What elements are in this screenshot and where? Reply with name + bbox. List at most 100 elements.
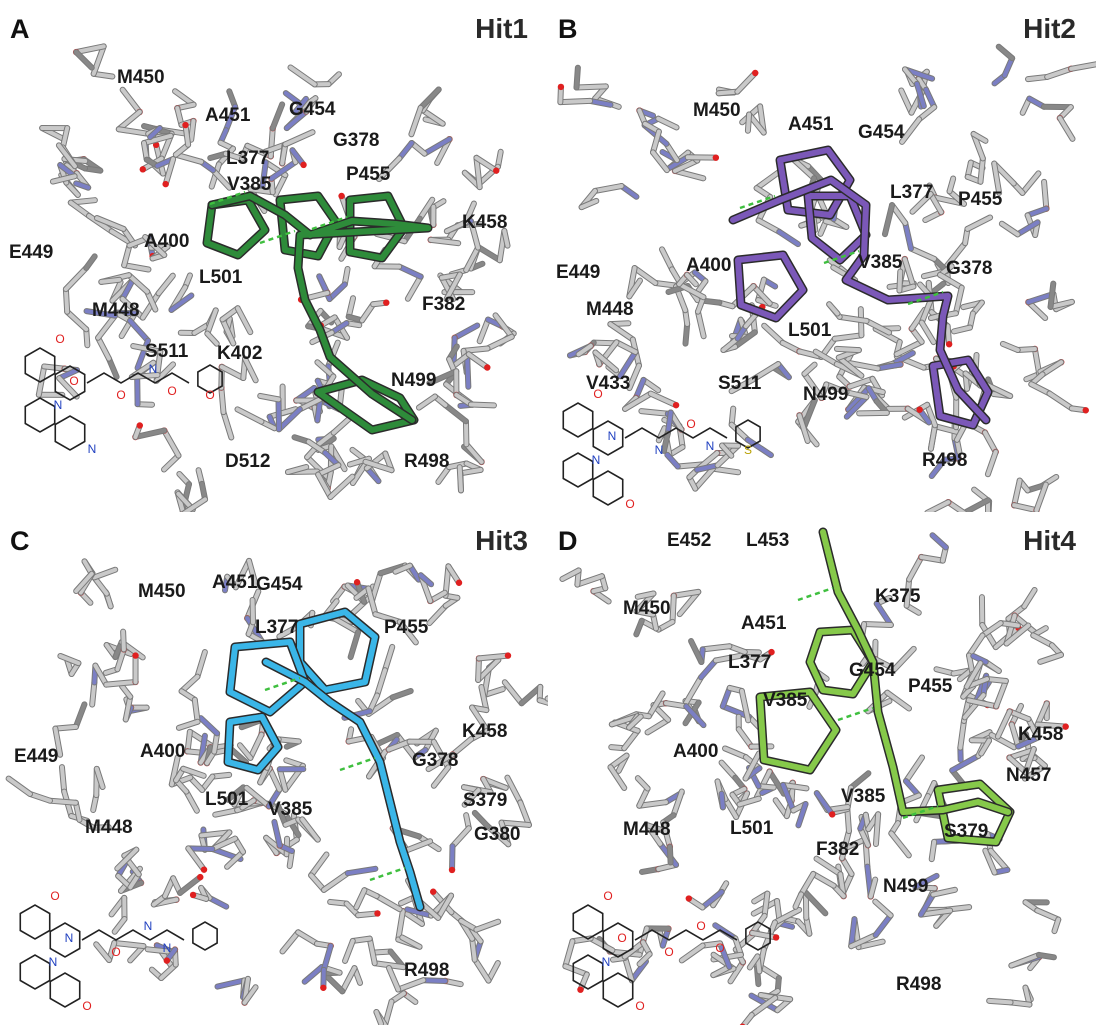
residue-label: K458 — [462, 721, 507, 742]
structure-atom-label: O — [167, 384, 176, 398]
residue-label: P455 — [384, 617, 429, 638]
protein-sticks — [559, 532, 1069, 1025]
residue-label: L501 — [788, 320, 832, 341]
residue-label: L501 — [199, 267, 243, 288]
residue-label: K375 — [875, 586, 921, 607]
structure-atom-label: N — [144, 919, 153, 933]
structure-atom-label: O — [686, 417, 695, 431]
residue-label: E452 — [667, 530, 711, 551]
hit-title: Hit3 — [475, 525, 528, 556]
residue-label: A451 — [788, 114, 834, 135]
residue-label: M450 — [693, 100, 741, 121]
structure-atom-label: N — [49, 955, 58, 969]
residue-label: N499 — [391, 370, 436, 391]
residue-label: V385 — [227, 174, 272, 195]
residue-label: V385 — [268, 799, 313, 820]
structure-atom-label: O — [696, 919, 705, 933]
residue-label: N499 — [883, 876, 928, 897]
residue-label: G378 — [333, 130, 379, 151]
residue-label: G454 — [289, 99, 336, 120]
residue-label: S379 — [944, 821, 988, 842]
residue-label: N499 — [803, 384, 848, 405]
hit-title: Hit4 — [1023, 525, 1076, 556]
residue-label: R498 — [404, 451, 449, 472]
panel-letter: D — [558, 526, 578, 556]
ligand-sticks — [223, 607, 425, 912]
residue-label: F382 — [816, 839, 859, 860]
structure-atom-label: O — [69, 374, 78, 388]
structure-atom-label: O — [50, 889, 59, 903]
residue-label: K458 — [462, 212, 507, 233]
residue-label: E449 — [556, 262, 600, 283]
residue-label: A451 — [741, 613, 787, 634]
panel-letter: C — [10, 526, 30, 556]
structure-atom-label: O — [82, 999, 91, 1013]
structure-atom-label: N — [65, 931, 74, 945]
residue-label: P455 — [908, 676, 953, 697]
residue-label: S511 — [718, 373, 762, 394]
residue-label: E449 — [9, 242, 53, 263]
structure-atom-label: O — [111, 945, 120, 959]
residue-label: G378 — [412, 750, 458, 771]
structure-atom-label: O — [664, 945, 673, 959]
ligand-sticks — [202, 190, 433, 435]
residue-label: L377 — [226, 148, 269, 169]
residue-label: V385 — [858, 252, 903, 273]
residue-label: G454 — [858, 122, 905, 143]
residue-label: N457 — [1006, 765, 1051, 786]
ligand-sticks — [755, 527, 1015, 847]
structure-atom-label: O — [617, 931, 626, 945]
structure-atom-label: N — [149, 362, 158, 376]
hit-title: Hit2 — [1023, 13, 1076, 44]
residue-label: P455 — [346, 164, 391, 185]
residue-label: P455 — [958, 189, 1003, 210]
residue-label: A451 — [205, 105, 251, 126]
residue-label: L501 — [205, 789, 249, 810]
residue-label: L453 — [746, 530, 789, 551]
residue-label: M450 — [623, 598, 671, 619]
ligand-sticks — [728, 145, 993, 430]
residue-label: A400 — [673, 741, 718, 762]
structure-atom-label: N — [655, 443, 664, 457]
residue-label: L377 — [890, 182, 933, 203]
residue-label: L501 — [730, 818, 774, 839]
residue-label: M448 — [92, 300, 140, 321]
residue-label: R498 — [404, 960, 449, 981]
structure-atom-label: N — [163, 941, 172, 955]
residue-label: V385 — [841, 786, 886, 807]
structure-atom-label: O — [625, 497, 634, 511]
protein-sticks — [35, 43, 517, 512]
residue-label: L377 — [255, 617, 298, 638]
structure-atom-label: O — [205, 388, 214, 402]
residue-label: D512 — [225, 451, 270, 472]
residue-label: M448 — [623, 819, 671, 840]
residue-label: M450 — [117, 67, 165, 88]
structure-atom-label: N — [88, 442, 97, 456]
residue-label: M448 — [85, 817, 133, 838]
residue-label: A400 — [686, 255, 731, 276]
panel-letter: B — [558, 14, 578, 44]
structure-atom-label: N — [602, 955, 611, 969]
structure-atom-label: N — [608, 429, 617, 443]
residue-label: K458 — [1018, 724, 1063, 745]
residue-label: G454 — [849, 660, 896, 681]
residue-label: S379 — [463, 790, 507, 811]
residue-label: V433 — [586, 373, 630, 394]
structure-atom-label: S — [744, 443, 752, 457]
panel-letter: A — [10, 14, 30, 44]
residue-label: G380 — [474, 824, 520, 845]
residue-label: S511 — [145, 341, 189, 362]
residue-label: E449 — [14, 746, 58, 767]
residue-label: L377 — [728, 652, 771, 673]
residue-label: M448 — [586, 299, 634, 320]
